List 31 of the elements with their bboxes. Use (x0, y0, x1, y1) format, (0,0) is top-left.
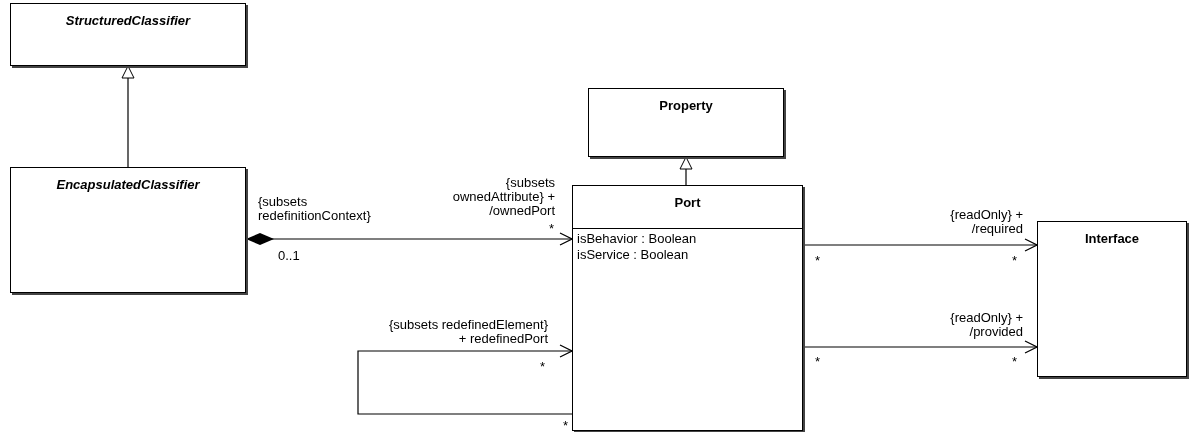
class-name: Property (658, 98, 714, 113)
multiplicity-label: * (563, 419, 569, 432)
class-box (10, 167, 246, 293)
association-arrow (802, 238, 1038, 252)
class-box (572, 185, 803, 431)
class-box (1037, 221, 1187, 377)
multiplicity-label: * (815, 355, 821, 369)
multiplicity-label: 0..1 (278, 249, 300, 263)
multiplicity-label: * (549, 222, 555, 236)
association-arrow (357, 344, 573, 415)
attribute-text: isService : Boolean (577, 247, 689, 263)
class-name: EncapsulatedClassifier (55, 177, 201, 192)
generalization-arrow (121, 65, 135, 168)
class-box (10, 3, 246, 66)
class-box (588, 88, 784, 157)
role-label: {readOnly} + /required (949, 208, 1023, 236)
class-name: Interface (1083, 231, 1141, 246)
multiplicity-label: * (1012, 355, 1018, 369)
role-label: {subsets ownedAttribute} + /ownedPort (451, 176, 555, 218)
class-name: StructuredClassifier (64, 13, 192, 28)
role-label: {subsets redefinitionContext} (258, 195, 372, 223)
multiplicity-label: * (540, 360, 546, 374)
generalization-arrow (679, 156, 693, 186)
role-label: {readOnly} + /provided (949, 311, 1023, 339)
role-label: {subsets redefinedElement} + redefinedPort (388, 318, 548, 346)
multiplicity-label: * (815, 254, 821, 268)
association-arrow (802, 340, 1038, 354)
attribute-text: isBehavior : Boolean (577, 231, 697, 247)
composition-arrow (245, 232, 573, 246)
multiplicity-label: * (1012, 254, 1018, 268)
class-name: Port (673, 195, 702, 210)
